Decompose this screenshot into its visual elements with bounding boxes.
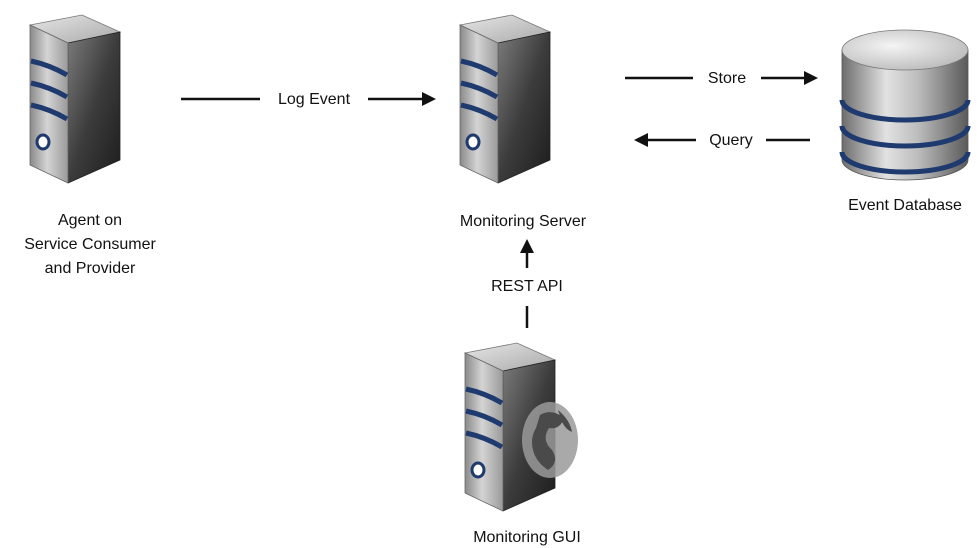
event-database-node: Event Database [839, 29, 971, 214]
edge-store: Store [625, 70, 818, 87]
globe-icon [522, 402, 578, 478]
edge-query: Query [634, 132, 810, 149]
monitoring-gui-caption: Monitoring GUI [473, 529, 581, 546]
edge-label-query: Query [709, 132, 753, 149]
edge-rest-api: REST API [491, 239, 563, 328]
event-database-caption: Event Database [848, 197, 962, 214]
arrowhead-icon [422, 92, 436, 106]
agent-caption-line-1: Agent on [58, 212, 122, 229]
monitoring-server-caption: Monitoring Server [460, 213, 587, 230]
agent-caption-line-3: and Provider [45, 260, 136, 277]
edge-log-event: Log Event [181, 91, 436, 108]
server-icon [30, 15, 120, 183]
edge-label-log-event: Log Event [278, 91, 351, 108]
monitoring-gui-node: Monitoring GUI [465, 343, 581, 546]
arrowhead-icon [804, 71, 818, 85]
agent-caption-line-2: Service Consumer [24, 236, 156, 253]
edge-label-rest-api: REST API [491, 278, 563, 295]
edge-label-store: Store [708, 70, 746, 87]
monitoring-server-node: Monitoring Server [460, 15, 587, 230]
agent-node: Agent on Service Consumer and Provider [24, 15, 156, 277]
server-icon [460, 15, 550, 183]
database-icon [839, 29, 971, 181]
